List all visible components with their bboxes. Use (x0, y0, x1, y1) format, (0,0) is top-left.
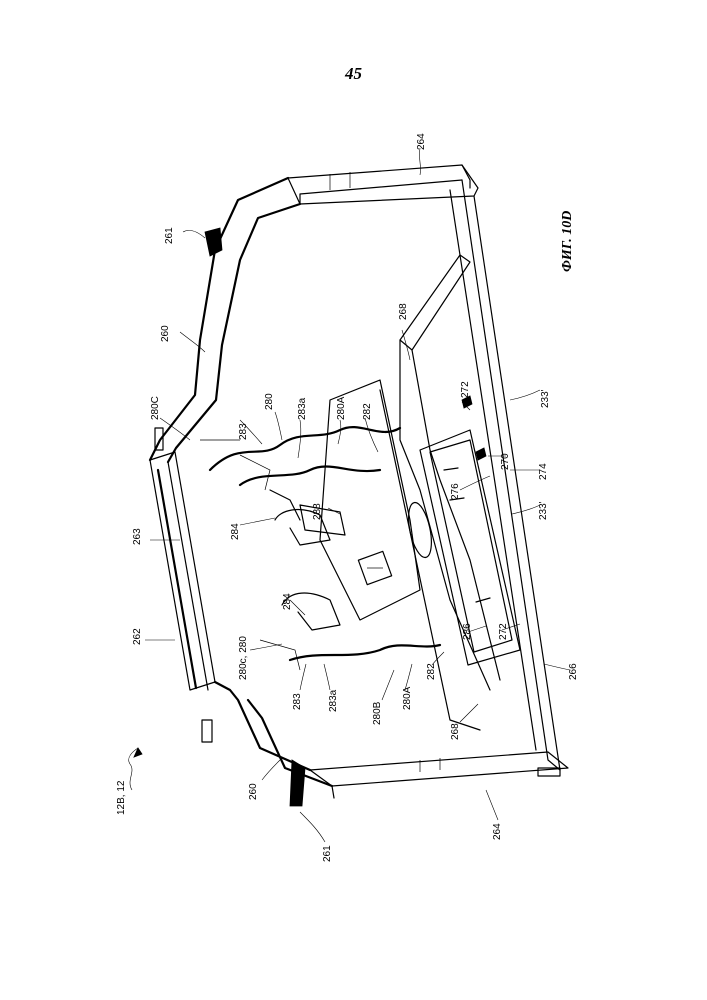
ref-233prime-top: 233' (540, 389, 551, 408)
ref-263: 263 (132, 528, 143, 545)
ref-264-top: 264 (416, 133, 427, 150)
ref-280C: 280C (150, 396, 161, 420)
ref-283a-bottom: 283a (328, 689, 339, 712)
ref-280A-top: 280A (336, 396, 347, 420)
ref-272-top: 272 (460, 381, 471, 398)
ref-270: 270 (500, 453, 511, 470)
ref-276: 276 (450, 483, 461, 500)
ref-280B: 280B (372, 701, 383, 725)
ref-268-bottom: 268 (450, 723, 461, 740)
ref-233prime-bottom: 233' (538, 501, 549, 520)
ref-260-bottom: 260 (248, 783, 259, 800)
ref-283-top: 283 (238, 423, 249, 440)
ref-282-bottom: 282 (426, 663, 437, 680)
ref-280A-bottom: 280A (402, 686, 413, 710)
vehicle-frame (150, 165, 568, 806)
ref-260-top: 260 (160, 325, 171, 342)
ref-283-bottom: 283 (292, 693, 303, 710)
ref-280c-280: 280c, 280 (238, 636, 249, 680)
ref-284-bottom: 284 (282, 593, 293, 610)
view-arrow (129, 748, 142, 790)
ref-284-top: 284 (230, 523, 241, 540)
ref-268-top: 268 (398, 303, 409, 320)
ref-261-bottom: 261 (322, 845, 333, 862)
ref-283a-top: 283a (297, 397, 308, 420)
ref-264-bottom: 264 (492, 823, 503, 840)
ref-261-top: 261 (164, 227, 175, 244)
ref-12B-12: 12B, 12 (116, 780, 127, 815)
ref-286: 286 (462, 623, 473, 640)
ref-274: 274 (538, 463, 549, 480)
ref-282-top: 282 (362, 403, 373, 420)
ref-288: 288 (312, 503, 323, 520)
leader-lines (145, 148, 570, 842)
ref-280: 280 (264, 393, 275, 410)
ref-262: 262 (132, 628, 143, 645)
ref-272-bottom: 272 (498, 623, 509, 640)
ref-266: 266 (568, 663, 579, 680)
